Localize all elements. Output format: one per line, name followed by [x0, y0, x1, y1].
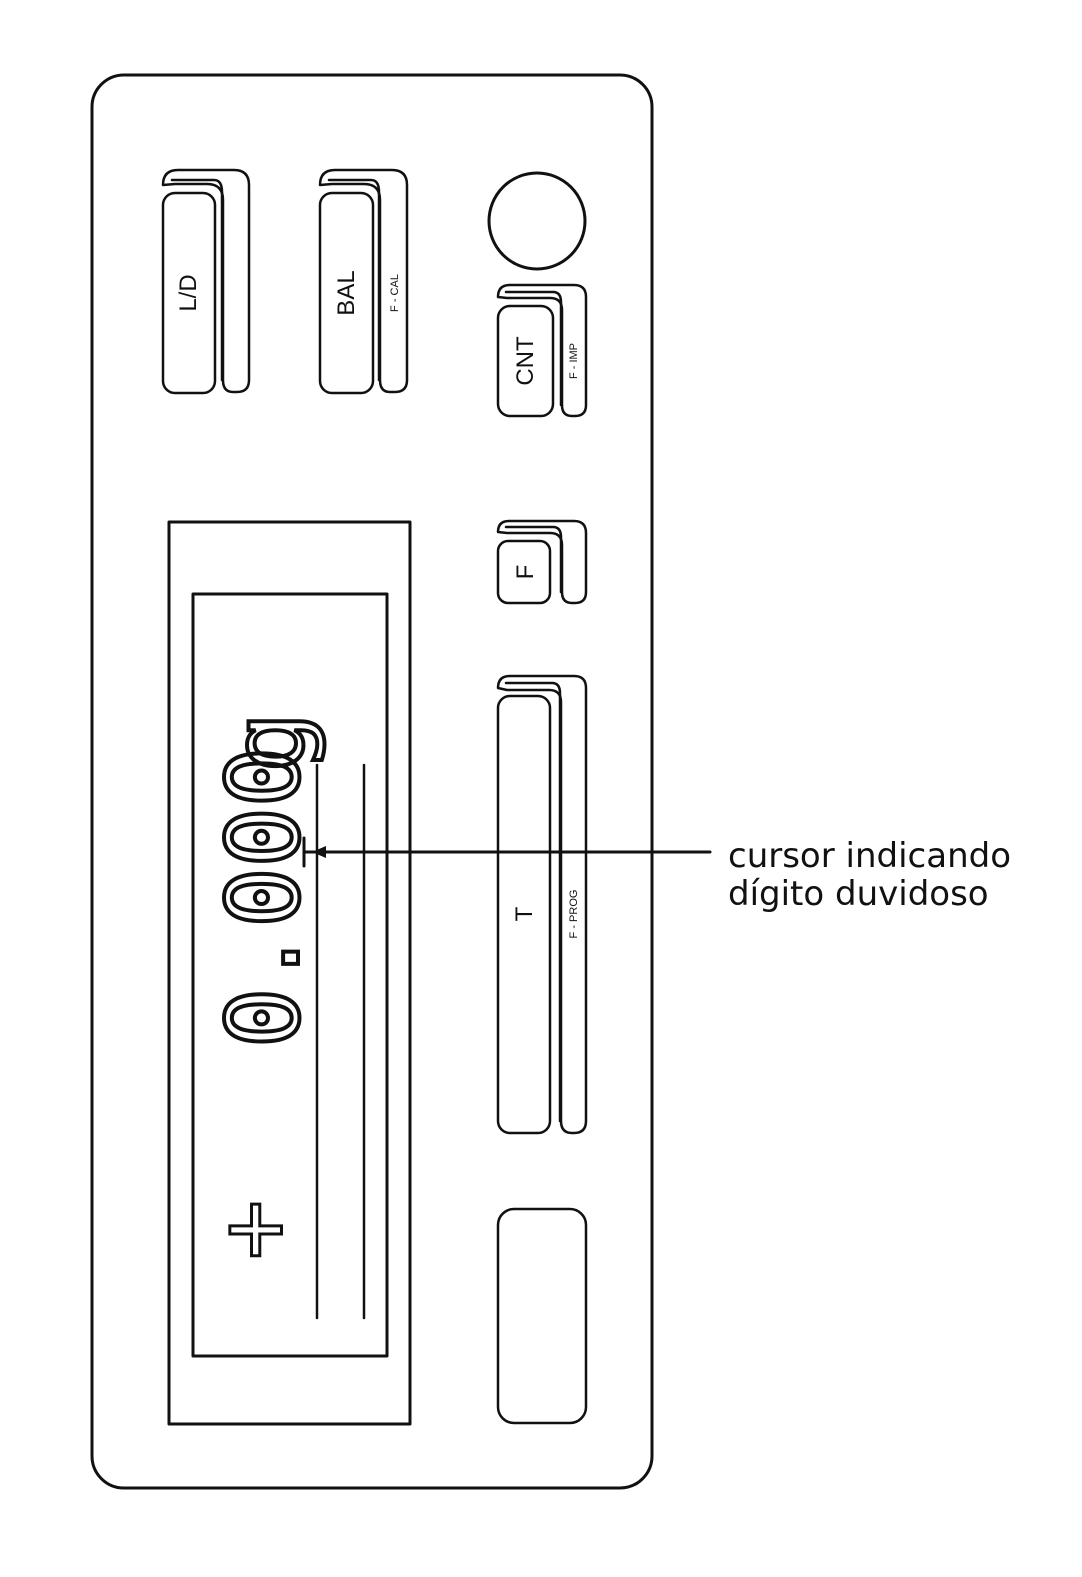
display-unit: g	[210, 712, 327, 772]
display-frame	[167, 520, 412, 1426]
annotation-line-1: cursor indicando	[728, 836, 1011, 876]
f-key-label: F	[512, 565, 539, 580]
cnt-key-label: CNT	[512, 336, 539, 386]
bal-key-sublabel: F - CAL	[389, 274, 401, 312]
bal-key-label: BAL	[333, 270, 360, 315]
display-reading: 0.000	[205, 747, 322, 1048]
round-button[interactable]	[487, 171, 587, 271]
t-key-sublabel: F - PROG	[568, 890, 580, 939]
cnt-key[interactable]: CNT F - IMP	[496, 283, 588, 418]
annotation-arrowhead	[312, 846, 326, 858]
t-key[interactable]: T F - PROG	[496, 674, 588, 1135]
annotation-line-2: dígito duvidoso	[728, 874, 989, 914]
bal-key[interactable]: BAL F - CAL	[318, 168, 409, 395]
blank-key[interactable]	[496, 1207, 588, 1425]
t-key-label: T	[511, 906, 538, 921]
display-sign: +	[194, 1200, 311, 1260]
ld-key-label: L/D	[175, 274, 202, 311]
cnt-key-sublabel: F - IMP	[568, 343, 580, 379]
display-window	[191, 592, 389, 1358]
ld-key[interactable]: L/D	[161, 168, 251, 395]
f-key[interactable]: F	[496, 519, 588, 605]
panel-outline	[90, 73, 654, 1490]
